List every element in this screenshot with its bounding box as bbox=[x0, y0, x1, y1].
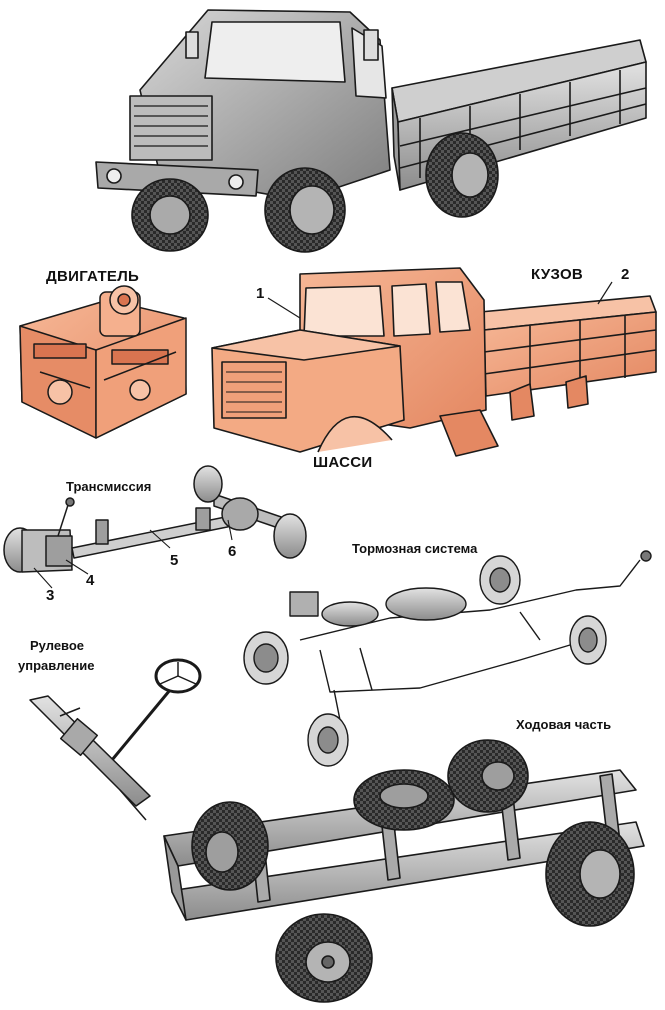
engine-label: ДВИГАТЕЛЬ bbox=[46, 268, 139, 285]
steering-illustration bbox=[29, 658, 202, 821]
transmission-illustration bbox=[3, 465, 307, 589]
labels: ДВИГАТЕЛЬ КУЗОВ ШАССИ Трансмиссия Тормоз… bbox=[18, 266, 629, 732]
running-gear-illustration bbox=[163, 739, 645, 1003]
callout-1: 1 bbox=[256, 285, 264, 302]
steering-label-line2: управление bbox=[18, 658, 94, 673]
brake-system-illustration bbox=[243, 550, 652, 767]
running-gear-label: Ходовая часть bbox=[516, 717, 611, 732]
steering-label-line1: Рулевое bbox=[30, 638, 84, 653]
callout-3: 3 bbox=[46, 587, 54, 604]
callout-4: 4 bbox=[86, 572, 95, 589]
body-label: КУЗОВ bbox=[531, 266, 583, 283]
callout-5: 5 bbox=[170, 552, 178, 569]
engine-illustration bbox=[19, 285, 187, 439]
body-illustration bbox=[211, 267, 657, 457]
brake-system-label: Тормозная система bbox=[352, 541, 478, 556]
callout-6: 6 bbox=[228, 543, 236, 560]
transmission-label: Трансмиссия bbox=[66, 479, 151, 494]
chassis-label: ШАССИ bbox=[313, 454, 372, 471]
callout-2: 2 bbox=[621, 266, 629, 283]
full-truck-illustration bbox=[95, 9, 647, 253]
